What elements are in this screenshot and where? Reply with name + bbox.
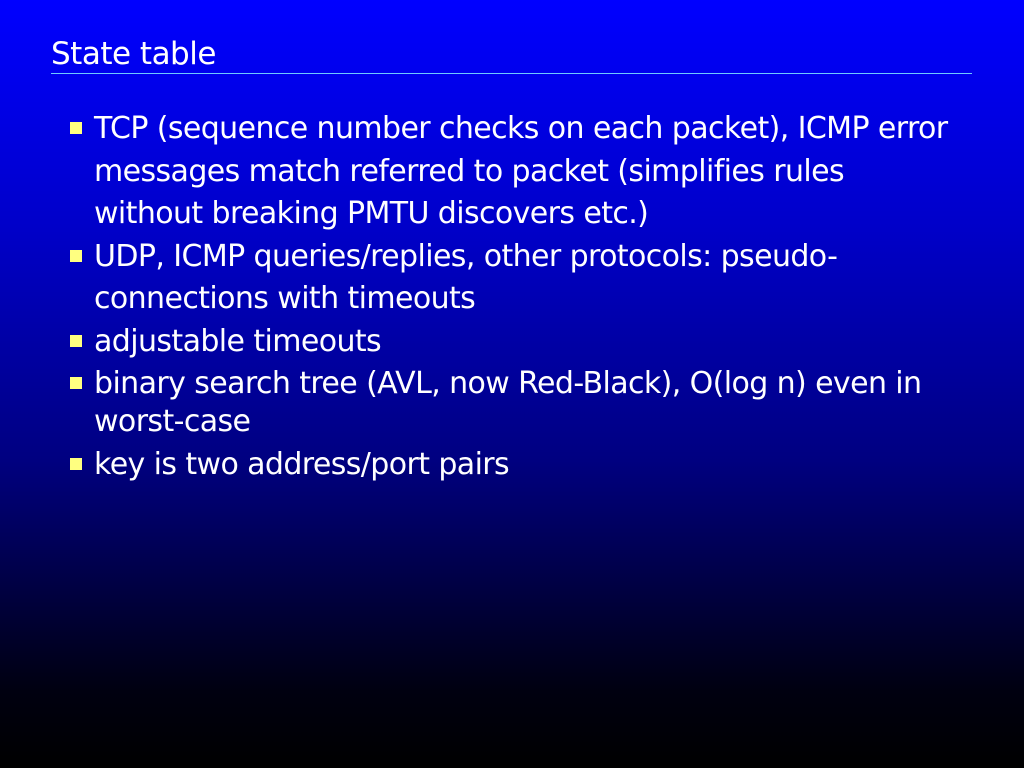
bullet-text: UDP, ICMP queries/replies, other protoco… bbox=[94, 238, 838, 317]
bullet-text: adjustable timeouts bbox=[94, 323, 382, 359]
bullet-item-key: key is two address/port pairs bbox=[70, 444, 960, 487]
square-bullet-icon bbox=[70, 377, 82, 389]
square-bullet-icon bbox=[70, 334, 82, 347]
slide-title: State table bbox=[51, 36, 216, 72]
bullet-list: TCP (sequence number checks on each pack… bbox=[70, 108, 960, 487]
square-bullet-icon bbox=[70, 458, 82, 470]
bullet-item-tcp: TCP (sequence number checks on each pack… bbox=[70, 108, 960, 236]
bullet-text: TCP (sequence number checks on each pack… bbox=[94, 111, 948, 231]
square-bullet-icon bbox=[70, 122, 82, 134]
bullet-item-timeouts: adjustable timeouts bbox=[70, 321, 960, 364]
bullet-item-udp: UDP, ICMP queries/replies, other protoco… bbox=[70, 236, 960, 321]
square-bullet-icon bbox=[70, 249, 82, 262]
bullet-item-search-tree: binary search tree (AVL, now Red-Black),… bbox=[70, 363, 960, 444]
bullet-text: key is two address/port pairs bbox=[94, 447, 510, 482]
title-divider bbox=[51, 73, 972, 74]
bullet-text: binary search tree (AVL, now Red-Black),… bbox=[94, 366, 922, 439]
